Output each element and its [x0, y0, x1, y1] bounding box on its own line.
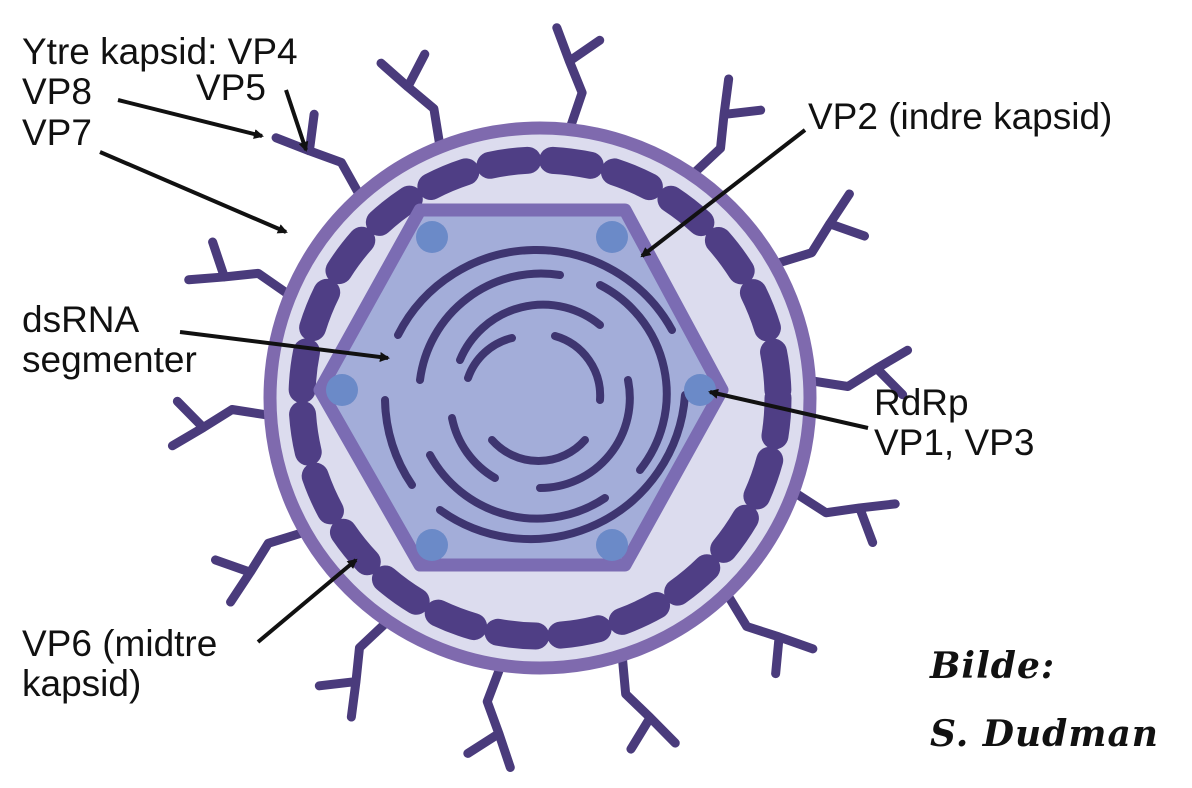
rdrp-dot [416, 221, 448, 253]
dsrna-ring-outer [436, 391, 689, 544]
dsrna-ring-outer [394, 245, 676, 339]
label-vp2: VP2 (indre kapsid) [808, 96, 1113, 137]
image-credit-line1: Bilde: [930, 645, 1056, 687]
rdrp-dot [684, 374, 716, 406]
dsrna-ring-2 [416, 269, 564, 384]
vp4-spike [271, 109, 368, 207]
arrow-vp5 [284, 89, 309, 152]
label-rdrp-line1: RdRp [874, 382, 969, 423]
vp4-spike [314, 612, 397, 722]
label-dsrna-line1: dsRNA [22, 299, 140, 340]
vp4-spike [718, 583, 818, 679]
label-outer-capsid: Ytre kapsid: VP4 [22, 31, 298, 72]
vp4-spike [798, 345, 913, 400]
dsrna-segments [381, 245, 689, 544]
vp4-spike [184, 237, 300, 304]
label-vp5: VP5 [196, 67, 266, 108]
vp4-spike [210, 525, 316, 607]
rdrp-complexes [326, 221, 716, 561]
dsrna-ring-2 [596, 281, 671, 474]
arrow-vp8 [117, 98, 264, 139]
label-vp7: VP7 [22, 112, 92, 153]
image-credit-line2: S. Dudman [930, 713, 1159, 755]
dsrna-ring-outer [381, 396, 416, 489]
dsrna-ring-inner [488, 436, 589, 465]
middle-capsid-vp6 [288, 146, 792, 650]
vp4-spike [376, 49, 446, 158]
dsrna-ring-3 [456, 300, 604, 364]
label-vp6-line2: kapsid) [22, 663, 142, 704]
rdrp-dot [596, 529, 628, 561]
vp4-spike [764, 189, 870, 271]
rdrp-dot [416, 529, 448, 561]
dsrna-ring-inner [551, 332, 605, 404]
label-vp8: VP8 [22, 71, 92, 112]
arrow-vp2 [640, 128, 807, 258]
arrow-rdrp [708, 388, 869, 430]
arrow-vp7 [99, 150, 288, 234]
arrow-dsrna [179, 330, 390, 362]
vp4-spike [683, 74, 766, 184]
rdrp-dot [326, 374, 358, 406]
label-vp6-line1: VP6 (midtre [22, 623, 218, 664]
label-dsrna-line2: segmenter [22, 339, 197, 380]
dsrna-ring-3 [536, 376, 634, 492]
vp4-spike [617, 644, 680, 754]
dsrna-ring-3 [448, 414, 499, 482]
dsrna-ring-2 [426, 451, 609, 523]
vp4-spike [783, 483, 900, 547]
vp4-spike [552, 23, 605, 140]
vp4-spike [463, 654, 515, 772]
vp4-spikes [167, 23, 913, 772]
dsrna-ring-inner [464, 334, 516, 382]
vp4-spike [167, 396, 282, 451]
rdrp-dot [596, 221, 628, 253]
arrow-vp6 [256, 558, 358, 644]
label-rdrp-line2: VP1, VP3 [874, 422, 1035, 463]
